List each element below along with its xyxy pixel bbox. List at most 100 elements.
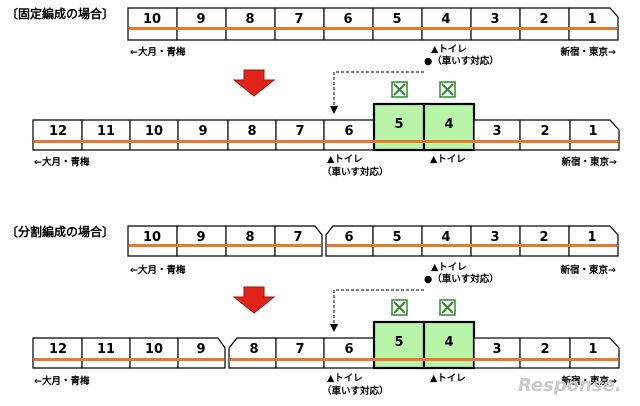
orange-stripe xyxy=(129,244,321,247)
car-7 xyxy=(275,337,325,369)
car-number: 12 xyxy=(49,124,67,139)
toilet-wheelchair-label: ●（車いす対応） xyxy=(424,273,499,285)
car-number: 6 xyxy=(344,124,353,139)
train-fixed-bottom: 12 11 10 9 8 7 6 5 4 3 2 1 xyxy=(32,102,620,152)
car-2 xyxy=(519,225,570,257)
car-6 xyxy=(323,7,374,41)
car-number: 7 xyxy=(295,124,304,139)
car-number: 5 xyxy=(392,230,401,245)
toilet-wheelchair-label: （車いす対応） xyxy=(322,385,389,397)
car-number: 10 xyxy=(143,12,161,27)
car-number: 4 xyxy=(444,117,453,132)
destination-right: 新宿・東京→ xyxy=(561,46,617,58)
car-5 xyxy=(372,225,423,257)
car-number: 9 xyxy=(196,12,205,27)
car-8 xyxy=(225,7,276,41)
car-number: 12 xyxy=(49,342,67,357)
train-fixed-top: 10 9 8 7 6 5 4 3 2 1 xyxy=(127,7,619,41)
car-number: 2 xyxy=(539,230,548,245)
orange-stripe xyxy=(129,27,617,30)
train-split-top: 10 9 8 7 6 5 4 3 2 1 xyxy=(127,225,619,257)
orange-stripe xyxy=(230,358,618,361)
section-title-split: 〔分割編成の場合〕 xyxy=(6,224,114,239)
connector-arrowhead-icon xyxy=(330,324,338,332)
car-number: 6 xyxy=(344,230,353,245)
car-4 xyxy=(421,7,472,41)
car-number: 6 xyxy=(343,12,352,27)
car-number: 10 xyxy=(145,342,163,357)
car-10 xyxy=(129,119,179,151)
toilet-label: ▲トイレ xyxy=(430,373,466,384)
destination-left: ←大月・青梅 xyxy=(130,264,186,276)
car-number: 5 xyxy=(394,335,403,350)
car-11 xyxy=(81,337,131,369)
car-8 xyxy=(227,119,277,151)
toilet-label: ▲トイレ xyxy=(430,154,466,165)
green-cross-icon xyxy=(391,81,408,98)
car-number: 5 xyxy=(392,12,401,27)
car-number: 10 xyxy=(145,124,163,139)
car-number: 8 xyxy=(245,12,254,27)
car-10 xyxy=(129,337,179,369)
train-split-bottom: 12 11 10 9 8 7 6 5 4 3 2 1 xyxy=(32,320,620,370)
car-number: 4 xyxy=(444,335,453,350)
car-number: 9 xyxy=(196,342,205,357)
car-number: 3 xyxy=(490,230,499,245)
dashed-connector xyxy=(333,289,424,326)
toilet-label: ▲トイレ xyxy=(327,154,363,165)
car-6 xyxy=(323,337,375,369)
car-3 xyxy=(473,119,521,151)
car-number: 4 xyxy=(441,12,450,27)
green-cross-icon xyxy=(391,299,408,316)
car-number: 1 xyxy=(588,342,597,357)
car-number: 7 xyxy=(293,230,302,245)
car-number: 8 xyxy=(247,124,256,139)
toilet-label: ▲トイレ xyxy=(431,262,467,273)
destination-left: ←大月・青梅 xyxy=(130,46,186,58)
car-number: 8 xyxy=(245,230,254,245)
car-5 xyxy=(372,7,423,41)
car-number: 1 xyxy=(587,12,596,27)
car-number: 11 xyxy=(97,124,115,139)
car-number: 7 xyxy=(295,342,304,357)
car-number: 1 xyxy=(587,230,596,245)
toilet-wheelchair-label: （車いす対応） xyxy=(322,166,389,178)
dashed-connector xyxy=(333,71,424,108)
orange-stripe xyxy=(34,358,224,361)
car-8 xyxy=(225,225,276,257)
car-9 xyxy=(176,225,227,257)
car-number: 5 xyxy=(394,117,403,132)
destination-left: ←大月・青梅 xyxy=(34,375,90,387)
car-7 xyxy=(274,7,325,41)
car-1 xyxy=(568,225,619,257)
green-cross-icon xyxy=(439,81,456,98)
car-number: 6 xyxy=(344,342,353,357)
car-10 xyxy=(127,225,178,257)
toilet-label: ▲トイレ xyxy=(327,373,363,384)
green-cross-icon xyxy=(439,299,456,316)
car-7 xyxy=(274,225,323,257)
car-number: 1 xyxy=(588,124,597,139)
down-arrow-icon xyxy=(232,286,276,314)
car-number: 11 xyxy=(97,342,115,357)
destination-right: 新宿・東京→ xyxy=(561,264,617,276)
car-number: 7 xyxy=(294,12,303,27)
car-number: 3 xyxy=(490,12,499,27)
car-7 xyxy=(275,119,325,151)
toilet-label: ▲トイレ xyxy=(431,44,467,55)
orange-stripe xyxy=(327,244,617,247)
down-arrow-icon xyxy=(232,69,276,97)
car-number: 8 xyxy=(249,342,258,357)
connector-arrowhead-icon xyxy=(330,106,338,114)
car-number: 9 xyxy=(196,230,205,245)
car-number: 2 xyxy=(540,342,549,357)
car-number: 3 xyxy=(492,342,501,357)
car-number: 4 xyxy=(441,230,450,245)
car-number: 2 xyxy=(539,12,548,27)
destination-left: ←大月・青梅 xyxy=(34,156,90,168)
car-3 xyxy=(470,7,521,41)
orange-stripe xyxy=(34,140,618,143)
car-number: 9 xyxy=(198,124,207,139)
car-number: 10 xyxy=(143,230,161,245)
